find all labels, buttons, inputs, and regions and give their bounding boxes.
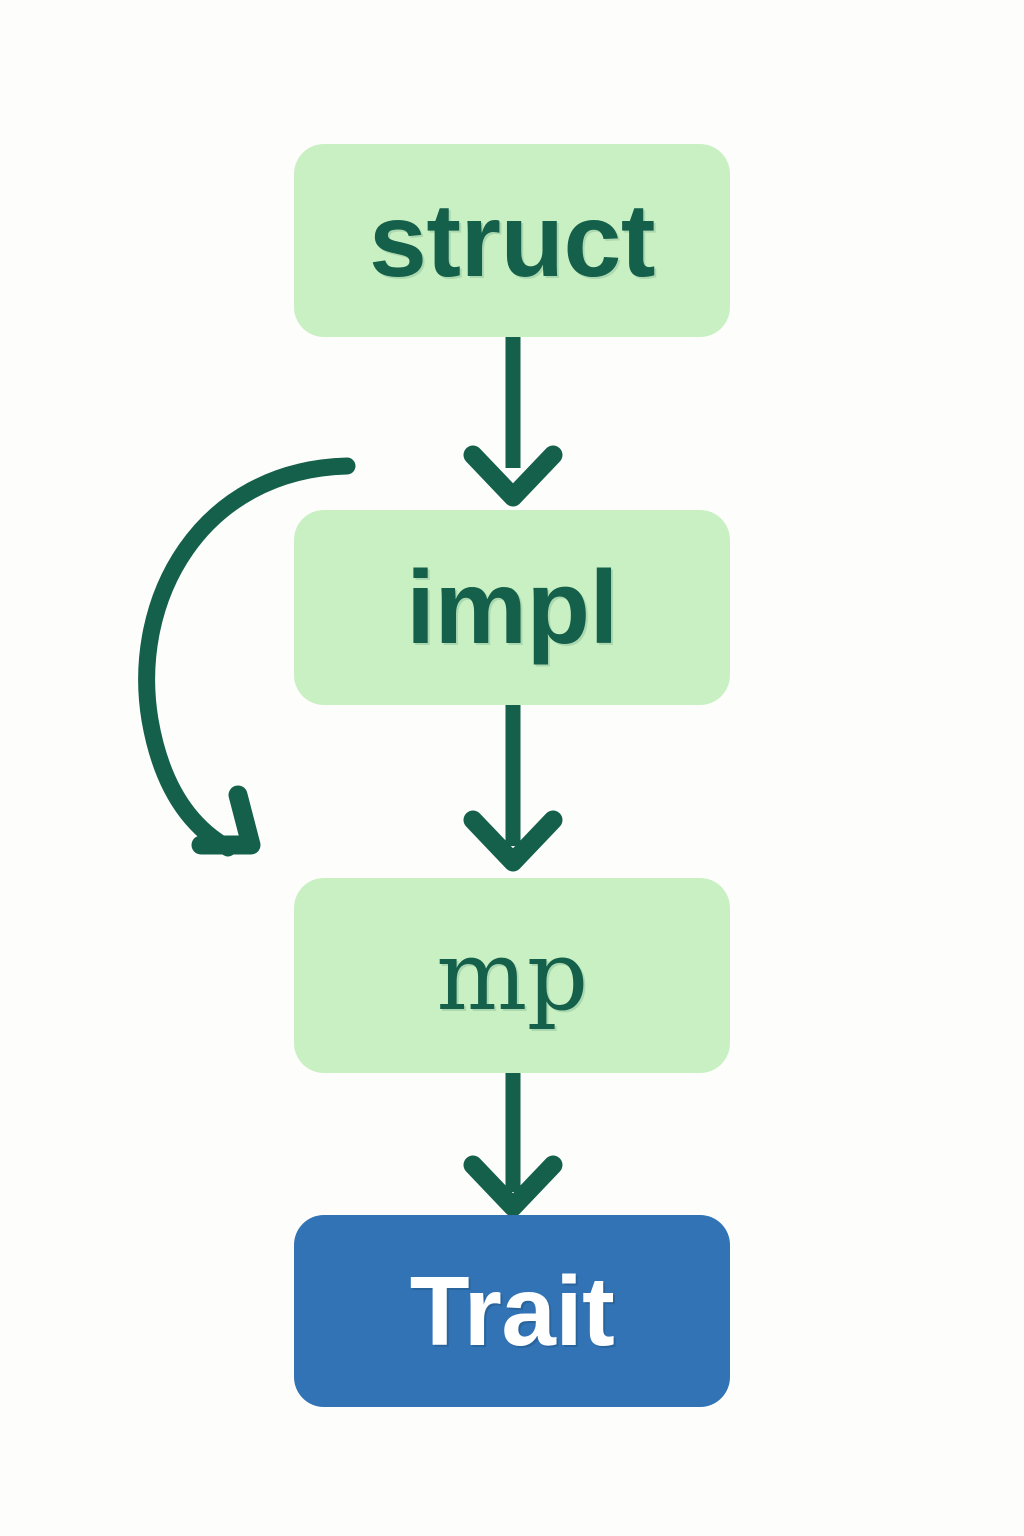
node-trait-label: Trait (409, 1256, 615, 1366)
edge-struct-to-impl (463, 337, 563, 507)
edge-impl-to-mp (463, 705, 563, 872)
node-struct[interactable]: struct (294, 144, 730, 337)
node-trait[interactable]: Trait (294, 1215, 730, 1407)
node-mp-label: mp (436, 919, 588, 1032)
node-impl-label: impl (406, 549, 618, 666)
node-mp[interactable]: mp (294, 878, 730, 1073)
node-struct-label: struct (369, 182, 655, 299)
node-impl[interactable]: impl (294, 510, 730, 705)
edge-mp-to-trait (463, 1073, 563, 1217)
